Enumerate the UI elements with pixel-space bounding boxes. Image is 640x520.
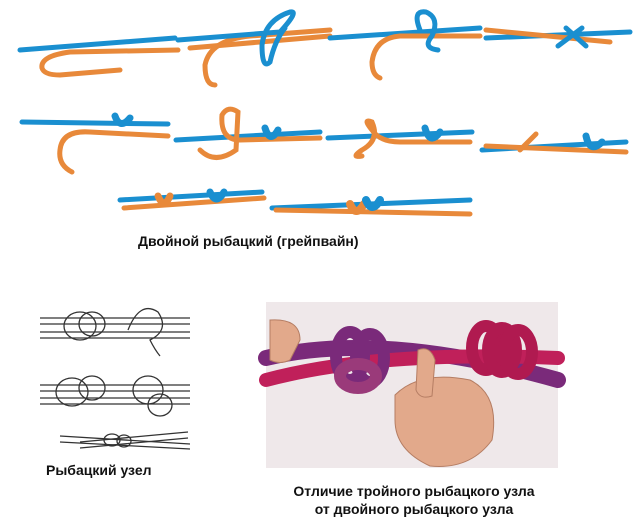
step-4-diagram xyxy=(486,28,630,46)
sketch-step-2 xyxy=(40,376,190,416)
triple-vs-double-caption-line2: от двойного рыбацкого узла xyxy=(268,500,560,518)
step-7-diagram xyxy=(328,121,472,156)
sketch-step-1 xyxy=(40,309,190,356)
step-8-diagram xyxy=(482,134,626,152)
step-9-diagram xyxy=(120,192,264,208)
sketch-step-3 xyxy=(60,432,190,449)
step-10-diagram xyxy=(272,200,470,214)
fisherman-knot-sketches xyxy=(40,309,190,449)
triple-vs-double-photo xyxy=(266,302,558,468)
step-6-diagram xyxy=(176,109,320,157)
double-fisherman-step-diagrams xyxy=(20,12,630,214)
fisherman-knot-caption: Рыбацкий узел xyxy=(46,462,152,478)
step-1-diagram xyxy=(20,38,178,75)
double-fisherman-caption: Двойной рыбацкий (грейпвайн) xyxy=(138,233,359,249)
step-5-diagram xyxy=(22,116,168,172)
triple-vs-double-caption: Отличие тройного рыбацкого узла от двойн… xyxy=(268,482,560,518)
step-2-diagram xyxy=(178,12,330,85)
step-3-diagram xyxy=(330,12,480,78)
triple-vs-double-caption-line1: Отличие тройного рыбацкого узла xyxy=(268,482,560,500)
